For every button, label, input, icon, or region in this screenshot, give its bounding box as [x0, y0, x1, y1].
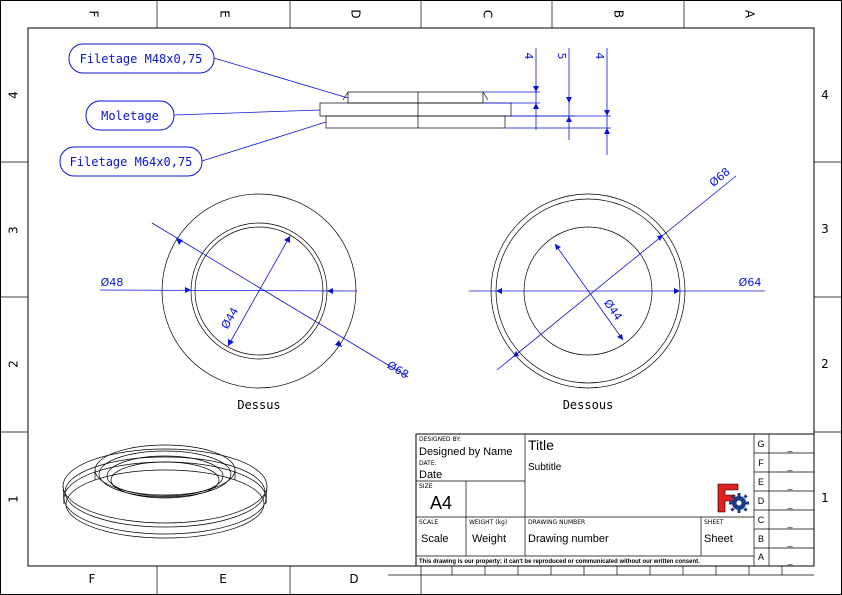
- callout-knurl-label: Moletage: [101, 109, 159, 123]
- zone-top-c: C: [481, 10, 495, 18]
- dim-bottom-64: Ø64: [739, 276, 762, 289]
- sheet-value: Sheet: [704, 533, 733, 545]
- rev-value-a: _: [786, 555, 793, 565]
- rev-value-e: _: [786, 480, 793, 490]
- date-value: Date: [419, 469, 442, 481]
- subtitle-value: Subtitle: [528, 462, 562, 473]
- zone-labels-bottom: F E D: [89, 572, 359, 586]
- zone-left-2: 2: [7, 360, 21, 368]
- zone-left-1: 1: [7, 495, 21, 503]
- zone-labels-right: 4 3 2 1: [821, 88, 829, 505]
- weight-caption: WEIGHT (kg): [469, 519, 507, 526]
- rev-letter-g: G: [757, 439, 764, 449]
- drawing-number-caption: DRAWING NUMBER: [528, 519, 585, 526]
- zone-right-1: 1: [821, 491, 829, 505]
- dim-side-4-top: 4: [522, 53, 535, 60]
- zone-labels-left: 4 3 2 1: [7, 91, 21, 503]
- freecad-logo-icon: [717, 483, 749, 513]
- weight-value: Weight: [472, 533, 506, 545]
- bottom-view-label: Dessous: [563, 398, 614, 412]
- rev-value-b: _: [786, 537, 793, 547]
- dim-side-4-bottom: 4: [593, 53, 606, 60]
- side-bottom-thread-section: [325, 115, 506, 129]
- scale-caption: SCALE: [419, 519, 438, 526]
- dim-top-48: Ø48: [101, 276, 124, 289]
- dim-bottom-68: Ø68: [707, 165, 733, 190]
- date-caption: DATE:: [419, 460, 437, 467]
- zone-bottom-d: D: [349, 572, 358, 586]
- rev-value-c: _: [786, 518, 793, 528]
- copyright-notice: This drawing is our property; it can't b…: [419, 559, 700, 565]
- zone-ticks-sides: [0, 161, 842, 433]
- zone-top-a: A: [743, 10, 757, 19]
- designed-by-value: Designed by Name: [419, 446, 513, 458]
- zone-top-e: E: [218, 10, 232, 18]
- title-value: Title: [528, 437, 554, 453]
- zone-bottom-f: F: [89, 572, 96, 586]
- designed-by-caption: DESIGNED BY:: [419, 436, 461, 443]
- zone-top-f: F: [87, 11, 101, 18]
- zone-left-4: 4: [7, 91, 21, 99]
- isometric-view: [62, 444, 268, 539]
- callout-knurl: Moletage: [85, 100, 321, 131]
- zone-right-3: 3: [821, 222, 829, 236]
- zone-right-2: 2: [821, 357, 829, 371]
- callout-thread-top-label: Filetage M48x0,75: [80, 52, 203, 66]
- rev-value-d: _: [786, 499, 793, 509]
- bottom-view: Ø64 Ø68 Ø44 Dessous: [469, 165, 765, 412]
- side-knurl-section: [319, 102, 512, 117]
- dim-top-68: Ø68: [385, 359, 411, 382]
- side-top-thread-section: [347, 91, 484, 104]
- dim-top-44: Ø44: [219, 305, 242, 331]
- zone-bottom-e: E: [219, 572, 227, 586]
- rev-letter-c: C: [758, 515, 765, 525]
- drawing-number-value: Drawing number: [528, 533, 609, 545]
- scale-value: Scale: [421, 533, 449, 545]
- size-value: A4: [430, 493, 452, 513]
- zone-left-3: 3: [7, 226, 21, 234]
- sheet-caption: SHEET: [704, 519, 724, 526]
- callout-thread-bottom: Filetage M64x0,75: [59, 121, 327, 177]
- callout-thread-top: Filetage M48x0,75: [68, 43, 349, 99]
- callout-thread-bottom-label: Filetage M64x0,75: [70, 155, 193, 169]
- rev-letter-f: F: [758, 458, 764, 468]
- top-view: Ø48 Ø44 Ø68 Dessus: [99, 193, 411, 412]
- zone-labels-top: F E D C B A: [87, 9, 757, 19]
- rev-letter-a: A: [758, 552, 764, 562]
- rev-value-g: _: [786, 442, 793, 452]
- rev-letter-e: E: [758, 477, 764, 487]
- dim-side-5: 5: [555, 53, 568, 60]
- rev-letter-d: D: [758, 496, 765, 506]
- zone-top-b: B: [612, 10, 626, 18]
- rev-letter-b: B: [758, 534, 764, 544]
- side-view: [319, 91, 512, 129]
- side-dimensions: 4 5 4: [483, 48, 611, 155]
- size-caption: SIZE: [419, 483, 433, 490]
- title-block: DESIGNED BY: Designed by Name DATE: Date…: [388, 433, 815, 576]
- zone-ticks-bottom: [156, 566, 422, 595]
- zone-top-d: D: [349, 9, 363, 18]
- dim-bottom-44: Ø44: [601, 297, 625, 323]
- rev-value-f: _: [786, 461, 793, 471]
- zone-right-4: 4: [821, 88, 829, 102]
- top-view-label: Dessus: [237, 398, 280, 412]
- zone-ticks-top: [156, 0, 685, 28]
